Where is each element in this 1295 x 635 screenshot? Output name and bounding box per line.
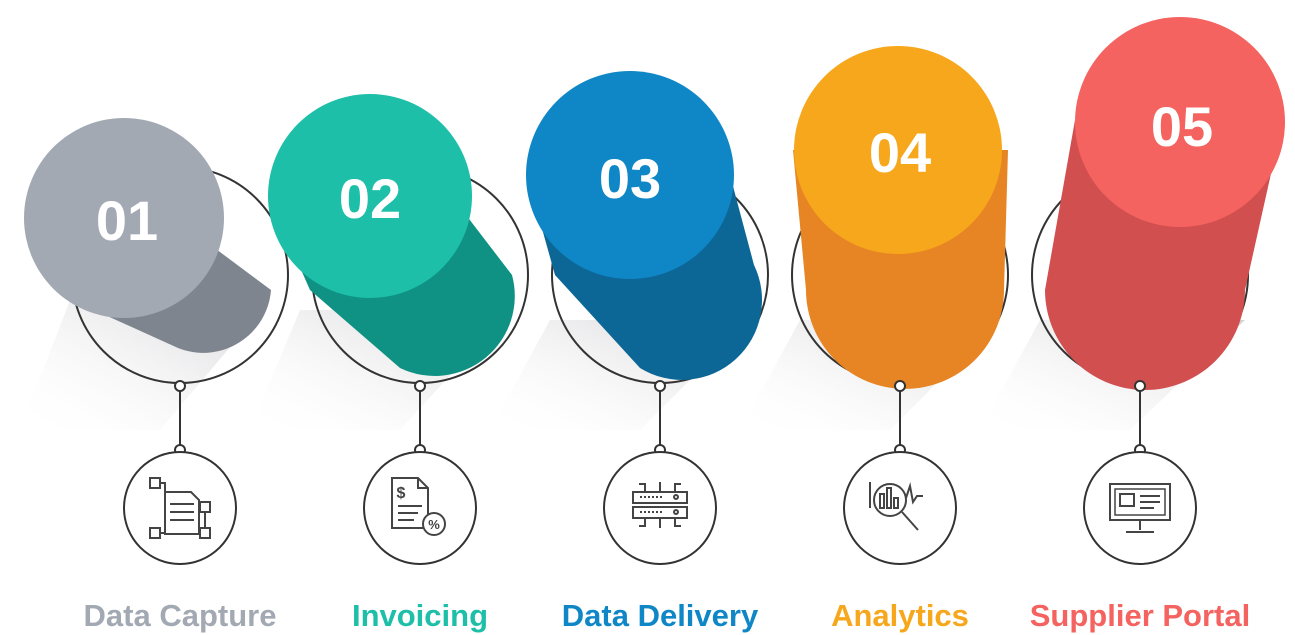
chart-magnifier-icon bbox=[869, 482, 923, 531]
step-5-cylinder-top bbox=[1075, 17, 1285, 227]
step-1-number: 01 bbox=[96, 189, 158, 252]
step-4-cylinder-top bbox=[794, 46, 1002, 254]
step-5-label: Supplier Portal bbox=[1029, 598, 1251, 633]
step-3-label: Data Delivery bbox=[561, 598, 759, 633]
step-5: 05 bbox=[980, 17, 1285, 565]
step-1-connector-dot-top bbox=[174, 380, 186, 392]
step-4-label: Analytics bbox=[831, 598, 969, 633]
step-2-cylinder-top bbox=[268, 94, 472, 298]
step-2-label: Invoicing bbox=[351, 598, 489, 633]
step-3: 03 bbox=[490, 71, 769, 565]
step-2: $ % 02 bbox=[250, 94, 529, 565]
step-1-label: Data Capture bbox=[83, 598, 277, 633]
step-2-connector-dot-top bbox=[414, 380, 426, 392]
step-1: 01 bbox=[20, 118, 289, 565]
step-3-connector-dot-top bbox=[654, 380, 666, 392]
monitor-dashboard-icon bbox=[1109, 483, 1171, 533]
step-5-number: 05 bbox=[1151, 95, 1213, 158]
svg-text:$: $ bbox=[397, 485, 406, 502]
step-3-cylinder-top bbox=[526, 71, 734, 279]
step-4-connector-dot-top bbox=[894, 380, 906, 392]
step-4-icon-circle bbox=[843, 451, 957, 565]
document-flow-icon bbox=[149, 477, 211, 539]
invoice-icon: $ % bbox=[391, 477, 446, 536]
step-3-number: 03 bbox=[599, 147, 661, 210]
step-1-cylinder-top bbox=[24, 118, 224, 318]
svg-text:%: % bbox=[428, 517, 440, 532]
step-2-icon-circle bbox=[363, 451, 477, 565]
step-5-connector-dot-top bbox=[1134, 380, 1146, 392]
step-4: 04 bbox=[740, 46, 1009, 565]
step-4-number: 04 bbox=[869, 121, 931, 184]
step-1-icon-circle bbox=[123, 451, 237, 565]
step-2-number: 02 bbox=[339, 167, 401, 230]
server-network-icon bbox=[632, 482, 688, 528]
